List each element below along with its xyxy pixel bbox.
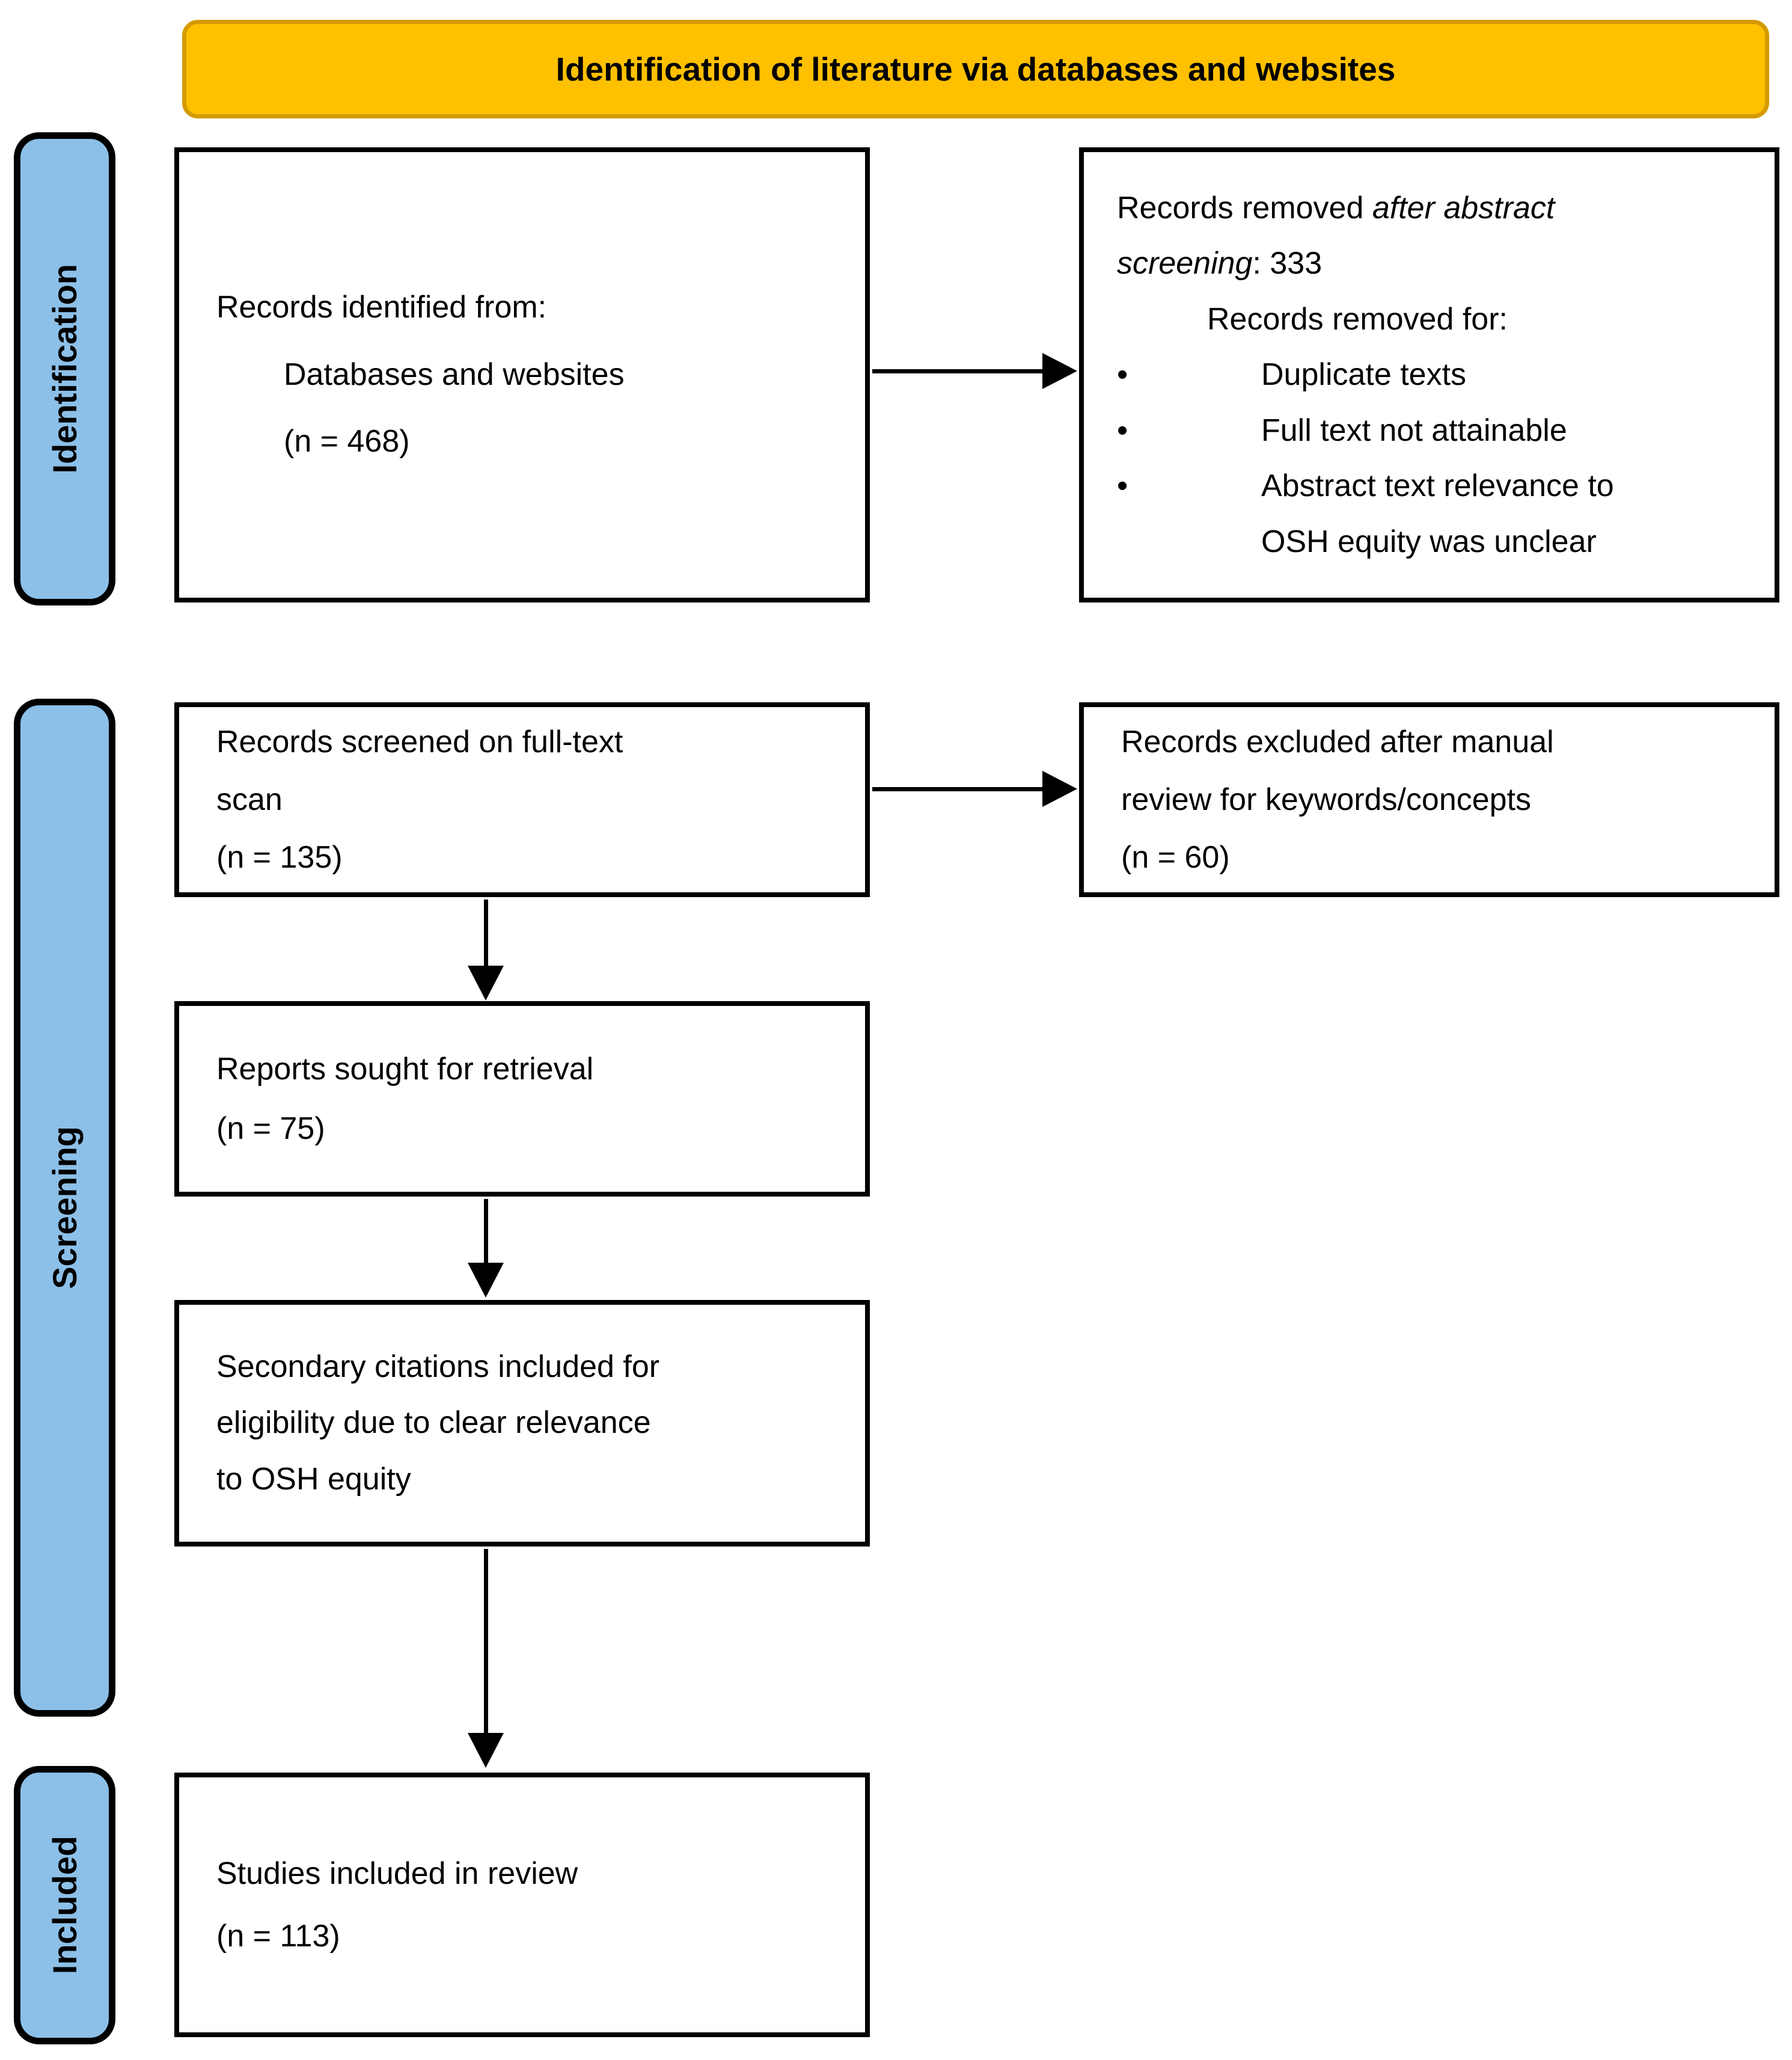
bullet-label: Duplicate texts xyxy=(1261,357,1467,393)
stage-screening: Screening xyxy=(14,699,115,1717)
box-line: (n = 60) xyxy=(1121,840,1230,875)
box-records-screened: Records screened on full-text scan (n = … xyxy=(174,702,870,897)
box-line: review for keywords/concepts xyxy=(1121,782,1532,817)
bullet-item: • Duplicate texts xyxy=(1117,347,1751,403)
arrow-secondary-to-studies-shaft xyxy=(484,1549,488,1737)
box-line: Records removed after abstract xyxy=(1117,180,1751,236)
box-line: Records screened on full-text xyxy=(216,724,623,759)
box-line: eligibility due to clear relevance xyxy=(216,1405,651,1441)
stage-included: Included xyxy=(14,1766,115,2044)
box-studies-included: Studies included in review (n = 113) xyxy=(174,1773,870,2037)
box-line: Reports sought for retrieval xyxy=(216,1051,594,1087)
text-segment: : 333 xyxy=(1252,246,1323,281)
box-records-removed: Records removed after abstract screening… xyxy=(1079,147,1779,602)
title-banner-label: Identification of literature via databas… xyxy=(555,51,1396,88)
arrow-down-icon xyxy=(468,966,504,1001)
box-line: Secondary citations included for xyxy=(216,1349,660,1384)
box-line: (n = 113) xyxy=(216,1919,340,1954)
stage-included-label: Included xyxy=(46,1836,84,1975)
box-line: Records identified from: xyxy=(216,289,547,325)
box-line: (n = 468) xyxy=(284,424,410,459)
text-segment-italic: after abstract xyxy=(1372,190,1555,225)
arrow-identified-to-removed-shaft xyxy=(872,369,1045,373)
box-records-identified: Records identified from: Databases and w… xyxy=(174,147,870,602)
box-line: screening: 333 xyxy=(1117,236,1751,292)
stage-identification-label: Identification xyxy=(46,264,84,474)
bullet-label: Full text not attainable xyxy=(1261,412,1567,448)
bullet-item: • Abstract text relevance to OSH equity … xyxy=(1117,458,1751,569)
arrow-screened-to-sought-shaft xyxy=(484,900,488,969)
title-banner: Identification of literature via databas… xyxy=(182,20,1769,118)
box-line: Databases and websites xyxy=(284,357,625,392)
bullet-item: • Full text not attainable xyxy=(1117,403,1751,459)
text-segment-italic: screening xyxy=(1117,246,1253,281)
box-line: (n = 135) xyxy=(216,840,343,875)
box-line: (n = 75) xyxy=(216,1111,325,1146)
arrow-down-icon xyxy=(468,1733,504,1768)
box-subheading: Records removed for: xyxy=(1207,301,1508,337)
arrow-screened-to-excluded-shaft xyxy=(872,787,1045,791)
bullet-icon: • xyxy=(1117,412,1128,448)
stage-screening-label: Screening xyxy=(46,1126,84,1289)
box-secondary-citations: Secondary citations included for eligibi… xyxy=(174,1300,870,1547)
box-line: scan xyxy=(216,782,283,817)
text-segment: Records removed xyxy=(1117,190,1372,225)
box-line: Records excluded after manual xyxy=(1121,724,1554,759)
arrow-right-icon xyxy=(1042,771,1077,807)
bullet-icon: • xyxy=(1117,468,1128,504)
arrow-down-icon xyxy=(468,1263,504,1298)
arrow-right-icon xyxy=(1042,353,1077,389)
box-line: Studies included in review xyxy=(216,1856,578,1891)
box-line: to OSH equity xyxy=(216,1461,411,1497)
box-reports-sought: Reports sought for retrieval (n = 75) xyxy=(174,1001,870,1197)
box-records-excluded: Records excluded after manual review for… xyxy=(1079,702,1779,897)
arrow-sought-to-secondary-shaft xyxy=(484,1199,488,1266)
bullet-icon: • xyxy=(1117,357,1128,393)
bullet-label: Abstract text relevance to OSH equity wa… xyxy=(1261,468,1614,559)
stage-identification: Identification xyxy=(14,132,115,605)
